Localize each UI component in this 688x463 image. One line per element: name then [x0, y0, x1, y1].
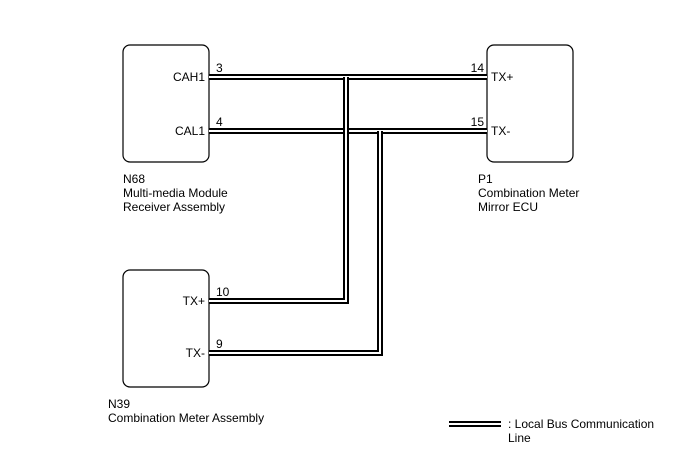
p1-name-line2: Mirror ECU: [478, 200, 538, 214]
n68-pin-number-4: 4: [216, 115, 223, 129]
legend-text-line1: : Local Bus Communication: [508, 417, 654, 431]
n39-pin-label-tx-minus: TX-: [186, 346, 205, 360]
p1-pin-label-tx-plus: TX+: [491, 70, 513, 84]
n39-name-line1: Combination Meter Assembly: [108, 411, 264, 425]
p1-pin-label-tx-minus: TX-: [491, 124, 510, 138]
n68-code: N68: [123, 172, 145, 186]
p1-code: P1: [478, 172, 493, 186]
legend-text-line2: Line: [508, 431, 531, 445]
p1-pin-number-15: 15: [471, 115, 485, 129]
n68-name-line2: Receiver Assembly: [123, 200, 225, 214]
p1-name-line1: Combination Meter: [478, 186, 579, 200]
n68-module-box: [122, 44, 210, 163]
n39-pin-number-9: 9: [216, 337, 223, 351]
n39-pin-label-tx-plus: TX+: [183, 294, 205, 308]
n39-meter-box: [122, 269, 210, 388]
wire-n39-tx-minus: [209, 131, 383, 356]
n68-name-line1: Multi-media Module: [123, 186, 228, 200]
n68-pin-label-cal1: CAL1: [175, 124, 205, 138]
p1-ecu-box: [486, 44, 574, 163]
n68-pin-label-cah1: CAH1: [173, 70, 205, 84]
n39-code: N39: [108, 397, 130, 411]
wire-n39-tx-plus: [209, 77, 349, 304]
p1-pin-number-14: 14: [471, 61, 485, 75]
n68-pin-number-3: 3: [216, 61, 223, 75]
n39-pin-number-10: 10: [216, 285, 230, 299]
